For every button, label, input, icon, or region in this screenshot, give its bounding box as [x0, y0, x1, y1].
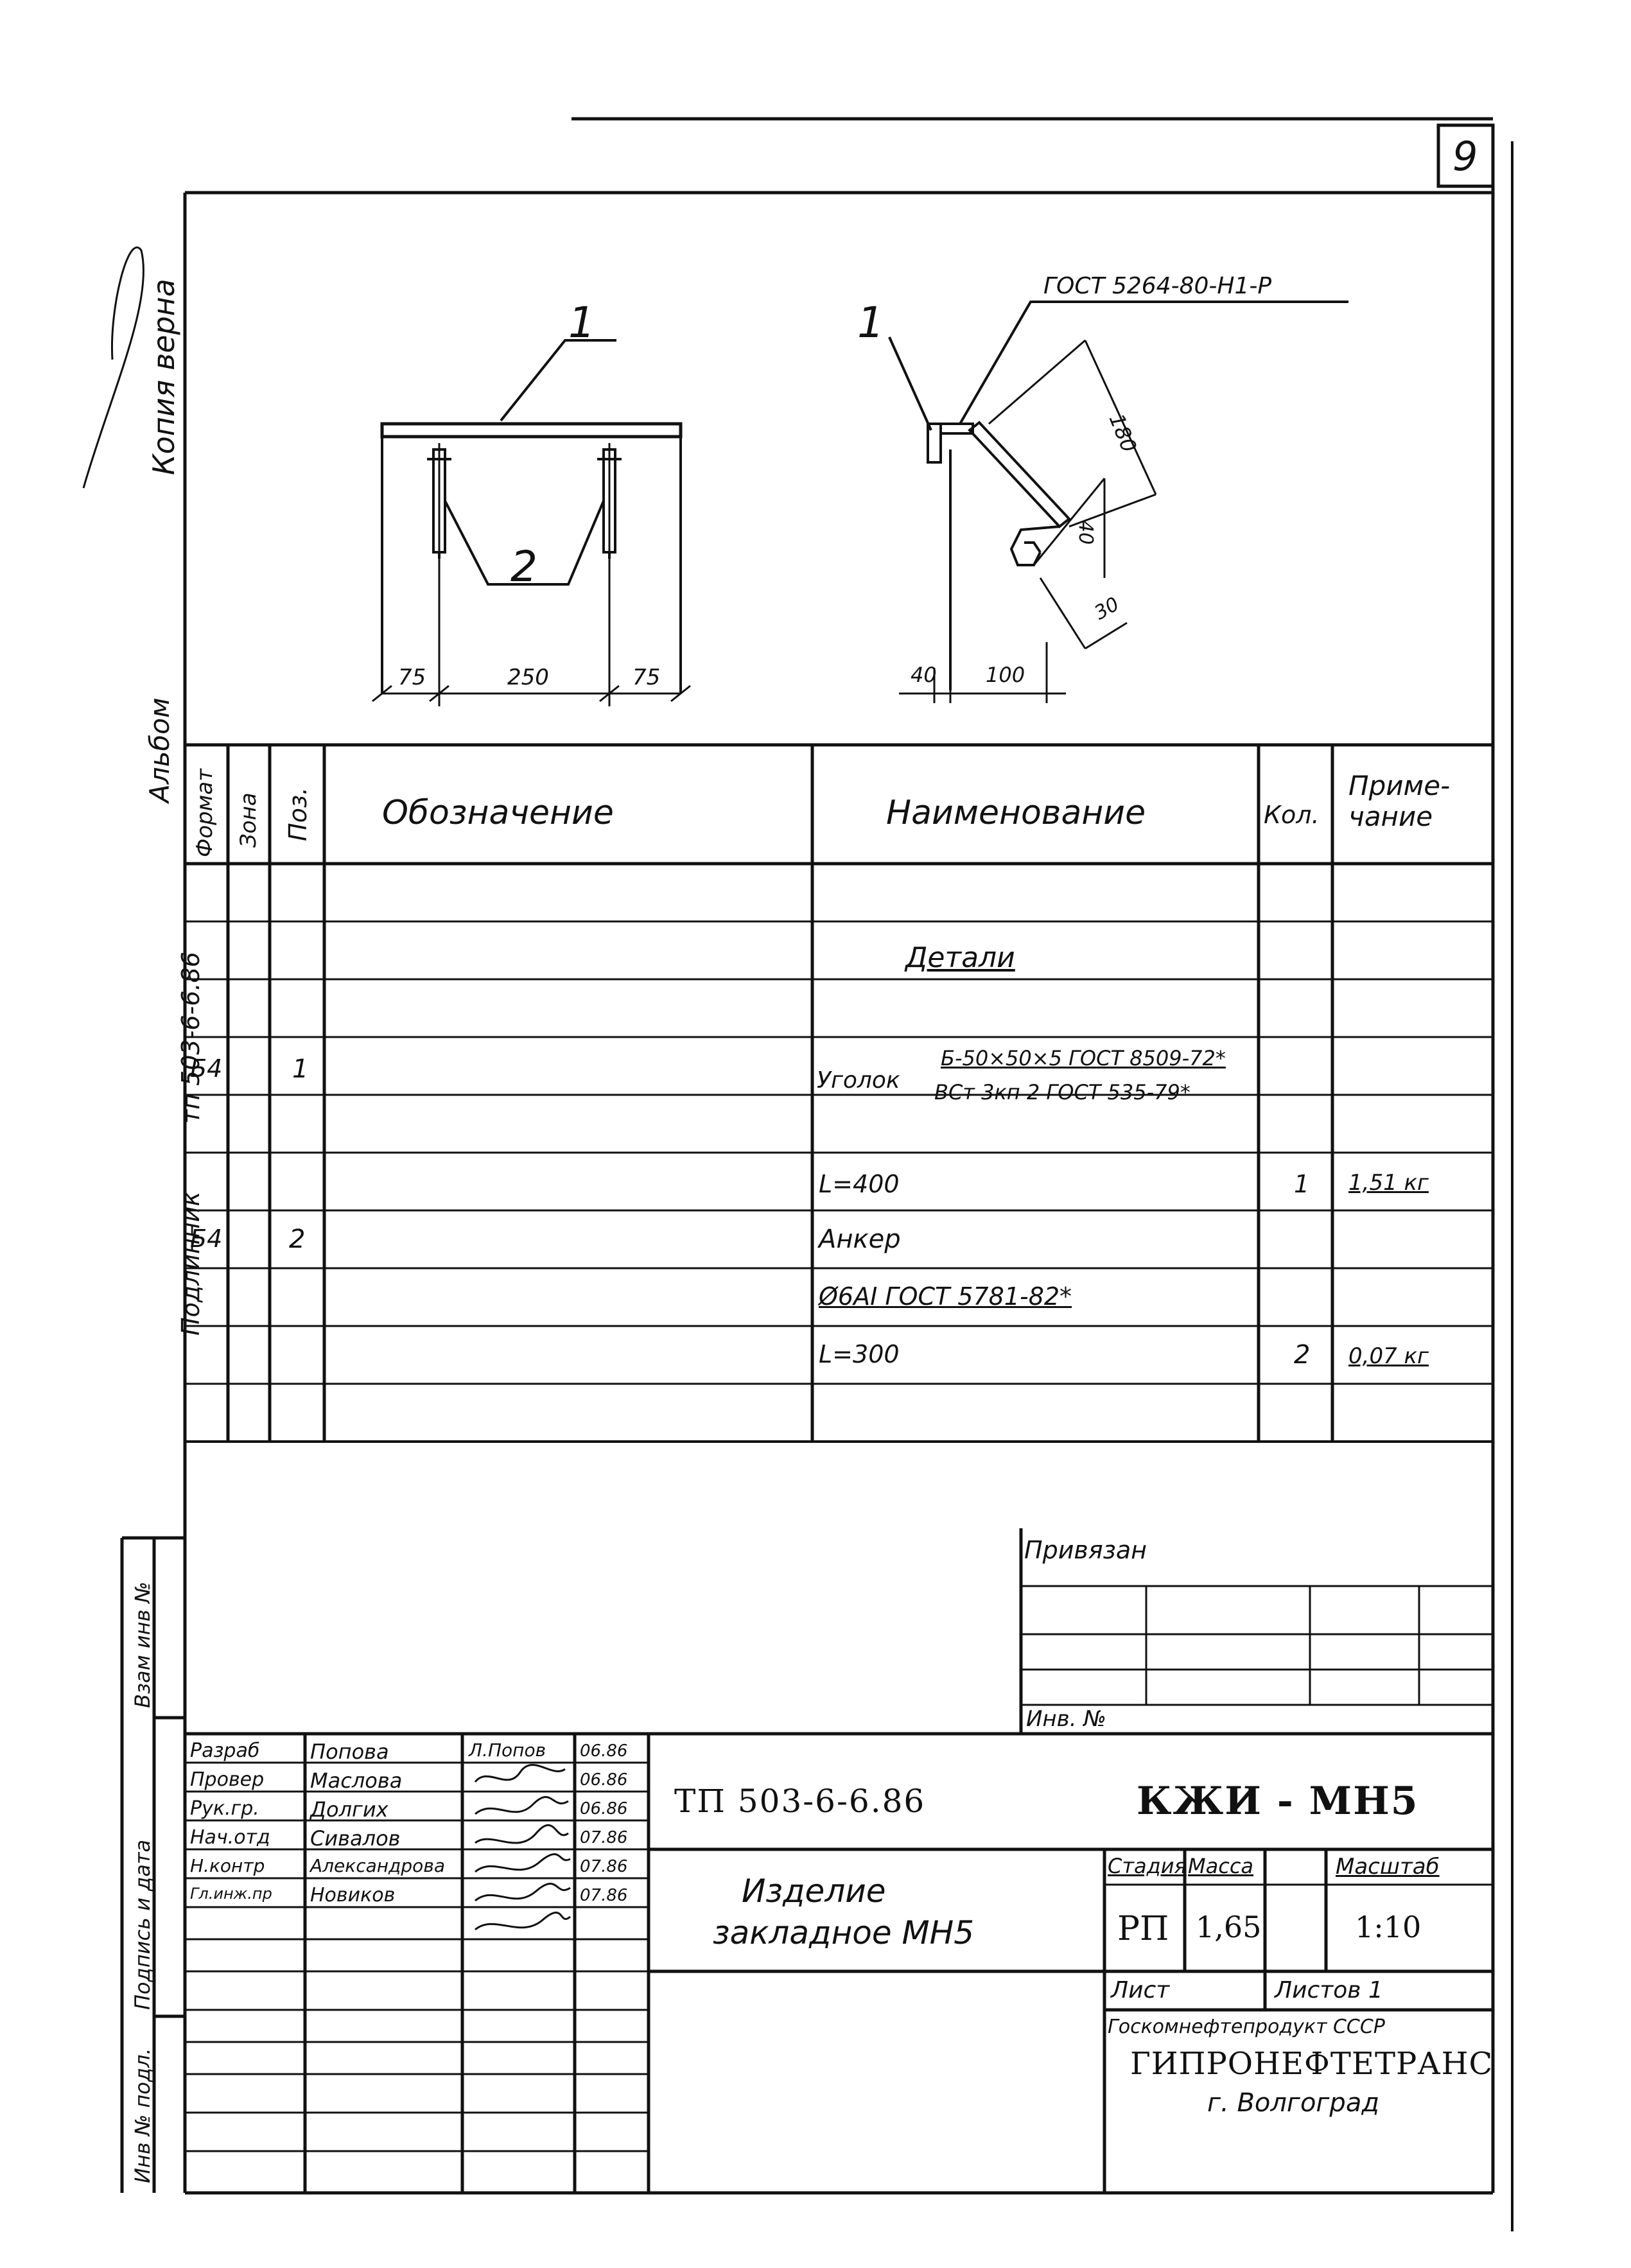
- stage-label: Стадия: [1108, 1854, 1187, 1878]
- org-ministry: Госкомнефтепродукт СССР: [1108, 2016, 1385, 2038]
- person-name: Новиков: [310, 1884, 396, 1906]
- dim-75-right: 75: [632, 665, 661, 690]
- row2-name: L=400: [819, 1170, 900, 1198]
- album-label: Альбом: [144, 697, 175, 803]
- col-pos-header: Поз.: [284, 787, 312, 841]
- row2-note: 1,51 кг: [1348, 1170, 1429, 1196]
- sign-date: 07.86: [580, 1886, 628, 1905]
- person-name: Маслова: [310, 1768, 403, 1793]
- row3-format: Б4: [190, 1225, 223, 1253]
- binding-label: Привязан: [1024, 1536, 1147, 1564]
- dim-40-bottom: 40: [911, 663, 937, 687]
- left-view-geometry: [372, 339, 691, 706]
- col-zone-header: Зона: [236, 792, 261, 848]
- role: Гл.инж.пр: [190, 1885, 272, 1903]
- row1-format: Б4: [190, 1054, 223, 1083]
- left-pos-1-label: 1: [568, 298, 595, 347]
- row3-pos: 2: [289, 1225, 306, 1254]
- podpis-data-label: Подпись и дата: [130, 1839, 155, 2010]
- mass-value: 1,65: [1196, 1910, 1262, 1944]
- role: Н.контр: [190, 1855, 265, 1876]
- person-name: Сивалов: [310, 1826, 401, 1851]
- sign-date: 07.86: [580, 1828, 628, 1847]
- left-pos-2-label: 2: [510, 542, 537, 591]
- row1-name-b: Б-50×50×5 ГОСТ 8509-72*: [941, 1046, 1226, 1070]
- mass-label: Масса: [1188, 1854, 1254, 1878]
- doc-mark: КЖИ - МН5: [1137, 1779, 1419, 1824]
- title-line1: Изделие: [742, 1872, 886, 1910]
- row1-pos: 1: [292, 1054, 309, 1084]
- col-qty-header: Кол.: [1264, 801, 1320, 829]
- sign-date: 07.86: [580, 1857, 628, 1876]
- vzam-inv-label: Взам инв №: [130, 1582, 155, 1708]
- role: Рук.гр.: [190, 1797, 259, 1820]
- binding-inv-label: Инв. №: [1026, 1706, 1106, 1732]
- inv-podl-label: Инв № подл.: [130, 2048, 155, 2183]
- stage-value: РП: [1117, 1910, 1169, 1948]
- role: Разраб: [190, 1740, 260, 1762]
- org-city: г. Волгоград: [1207, 2088, 1379, 2118]
- section-details: Детали: [905, 941, 1015, 974]
- original-label: Подлинник: [177, 1191, 205, 1336]
- dim-100: 100: [986, 663, 1025, 687]
- right-view-geometry: [888, 301, 1348, 703]
- col-note-header: Приме-чание: [1348, 770, 1451, 833]
- row5-qty: 2: [1294, 1340, 1311, 1370]
- col-format-header: Формат: [192, 769, 218, 857]
- certified-copy-note: Копия верна: [146, 279, 181, 475]
- sign-date: 06.86: [580, 1770, 628, 1790]
- sign-date: 06.86: [580, 1799, 628, 1819]
- org-institute: ГИПРОНЕФТЕТРАНС: [1130, 2046, 1494, 2082]
- row2-qty: 1: [1294, 1170, 1310, 1198]
- right-pos-1-label: 1: [857, 298, 884, 347]
- doc-code: ТП 503-6-6.86: [674, 1783, 926, 1820]
- dim-40-incline: 40: [1074, 520, 1097, 545]
- scale-value: 1:10: [1355, 1910, 1422, 1944]
- scale-label: Масштаб: [1336, 1854, 1440, 1880]
- title-line2: закладное МН5: [713, 1914, 975, 1951]
- row3-name: Анкер: [819, 1225, 901, 1254]
- sheet-number: 9: [1452, 133, 1478, 180]
- signature: Л.Попов: [469, 1740, 546, 1761]
- person-name: Долгих: [310, 1797, 388, 1822]
- row5-note: 0,07 кг: [1348, 1343, 1429, 1369]
- role: Нач.отд: [190, 1826, 270, 1849]
- col-name-header: Наименование: [886, 794, 1146, 832]
- sheet-label: Лист: [1111, 1977, 1170, 2003]
- certify-signature: [82, 246, 144, 489]
- signature-scribbles: [82, 246, 571, 1931]
- col-designation-header: Обозначение: [382, 794, 614, 832]
- weld-note: ГОСТ 5264-80-Н1-Р: [1043, 273, 1272, 299]
- tp-reference: тп 503-6-6.86: [177, 952, 205, 1124]
- role: Провер: [190, 1768, 265, 1791]
- row5-name: L=300: [819, 1340, 900, 1368]
- sign-date: 06.86: [580, 1741, 628, 1761]
- person-name: Александрова: [310, 1855, 445, 1876]
- dim-75-left: 75: [398, 665, 426, 690]
- row4-name: Ø6АI ГОСТ 5781-82*: [819, 1282, 1072, 1311]
- person-name: Попова: [310, 1740, 389, 1764]
- sheets-label: Листов 1: [1275, 1977, 1383, 2003]
- row1-name-c: ВСт 3кп 2 ГОСТ 535-79*: [934, 1080, 1191, 1104]
- dim-250: 250: [507, 665, 549, 690]
- row1-name-a: Уголок: [817, 1067, 900, 1094]
